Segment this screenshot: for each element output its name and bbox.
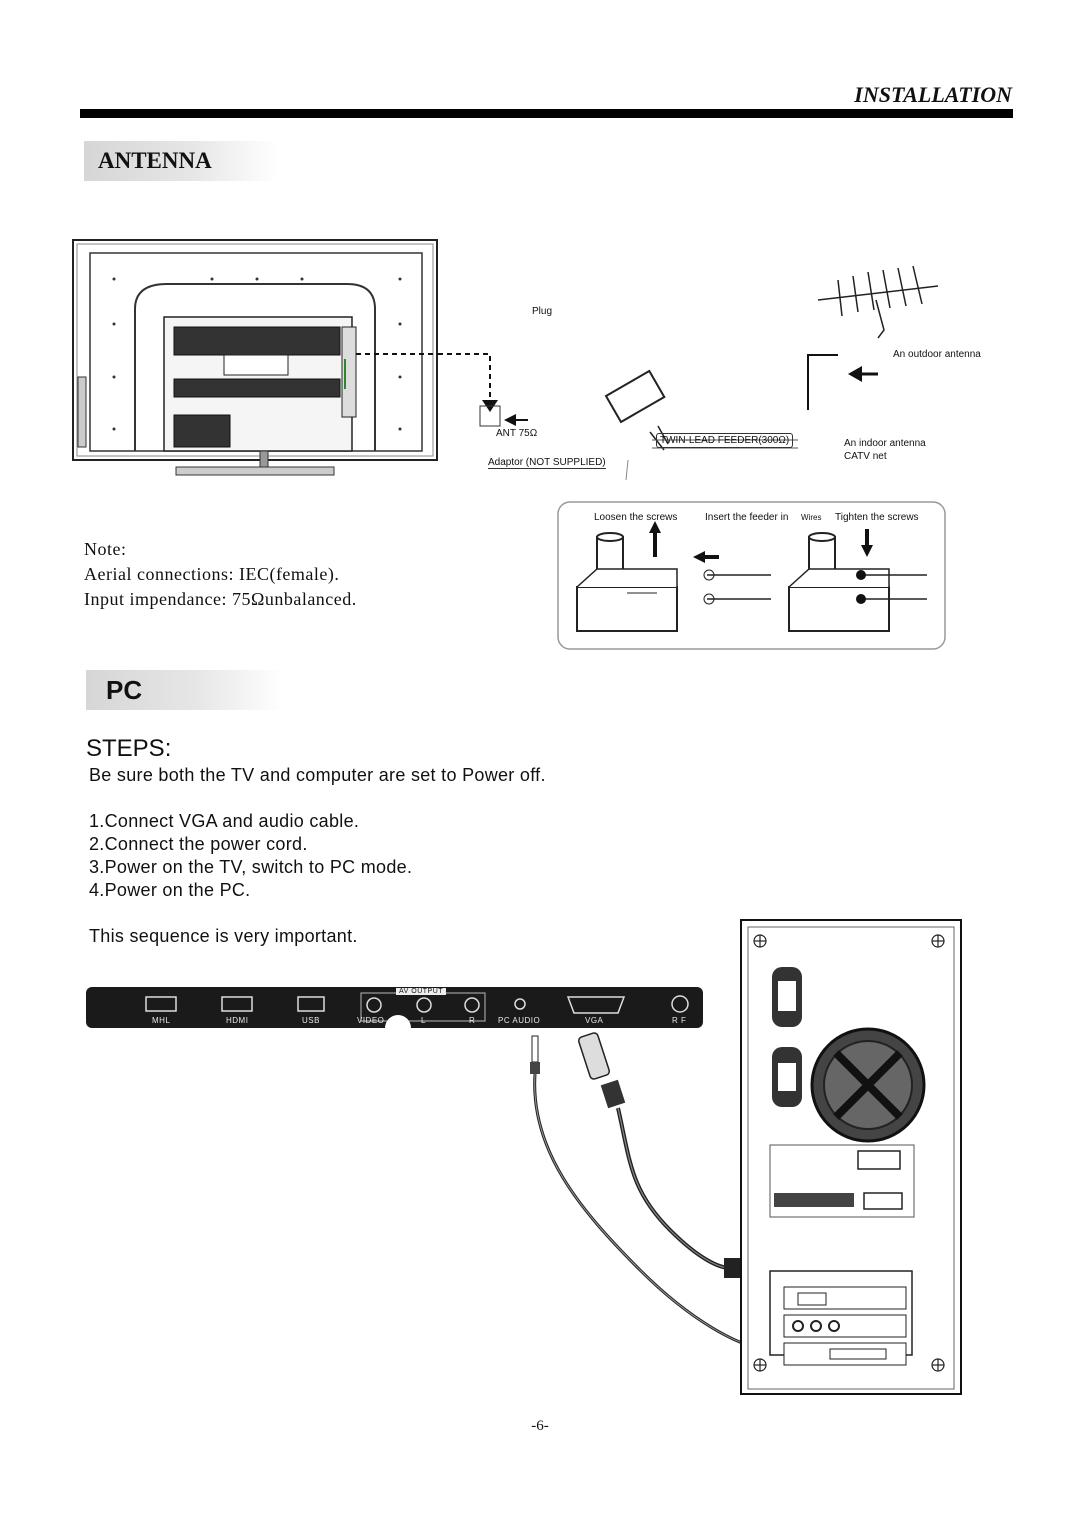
pc-tower-back-illustration [740, 919, 962, 1395]
wires-label: Wires [801, 513, 822, 522]
steps-closing: This sequence is very important. [89, 926, 358, 946]
twin-lead-feeder-label: TWIN-LEAD FEEDER(300Ω) [656, 433, 794, 448]
catv-net-label: CATV net [844, 451, 887, 462]
steps-body: Be sure both the TV and computer are set… [89, 764, 546, 948]
av-output-label: AV OUTPUT [396, 988, 447, 995]
steps-title: STEPS: [86, 735, 172, 762]
plug-label: Plug [532, 306, 553, 317]
port-label-rf: R F [672, 1016, 687, 1025]
steps-intro: Be sure both the TV and computer are set… [89, 765, 546, 785]
antenna-note: Note: Aerial connections: IEC(female). I… [84, 537, 357, 612]
step-item: 1.Connect VGA and audio cable. [89, 811, 360, 831]
port-label-pc-audio: PC AUDIO [498, 1016, 541, 1025]
antenna-section-title: ANTENNA [84, 141, 278, 181]
port-label-mhl: MHL [152, 1016, 171, 1025]
connector-panel-graphics [145, 992, 689, 1028]
section-header-title: INSTALLATION [854, 82, 1012, 107]
indoor-antenna-label: An indoor antenna [844, 438, 926, 449]
port-label-video: VIDEO [357, 1016, 385, 1025]
note-aerial-connections: Aerial connections: IEC(female). [84, 564, 340, 584]
antenna-connection-diagram [438, 265, 939, 480]
step-item: 4.Power on the PC. [89, 880, 251, 900]
port-label-l: L [421, 1016, 426, 1025]
port-label-r: R [469, 1016, 476, 1025]
pc-section-title: PC [86, 670, 284, 710]
ant-label: ANT 75Ω [496, 428, 538, 439]
tv-connector-panel: AV OUTPUT MHL HDMI USB VIDEO L R PC AUDI… [86, 987, 703, 1028]
step-item: 2.Connect the power cord. [89, 834, 308, 854]
port-label-usb: USB [302, 1016, 320, 1025]
feeder-steps-illustration [557, 501, 946, 650]
step-item: 3.Power on the TV, switch to PC mode. [89, 857, 413, 877]
port-label-hdmi: HDMI [226, 1016, 249, 1025]
port-label-vga: VGA [585, 1016, 604, 1025]
adaptor-label: Adaptor (NOT SUPPLIED) [488, 457, 606, 469]
note-title: Note: [84, 539, 127, 559]
outdoor-antenna-label: An outdoor antenna [893, 349, 981, 360]
note-input-impedance: Input impendance: 75Ωunbalanced. [84, 589, 357, 609]
page-number: -6- [531, 1418, 549, 1434]
vga-and-audio-cables [530, 1032, 771, 1352]
loosen-screws-label: Loosen the screws [594, 512, 678, 523]
header-rule [80, 109, 1013, 118]
tv-back-illustration [72, 239, 438, 476]
tighten-screws-label: Tighten the screws [835, 512, 919, 523]
insert-feeder-label: Insert the feeder in [705, 512, 789, 523]
